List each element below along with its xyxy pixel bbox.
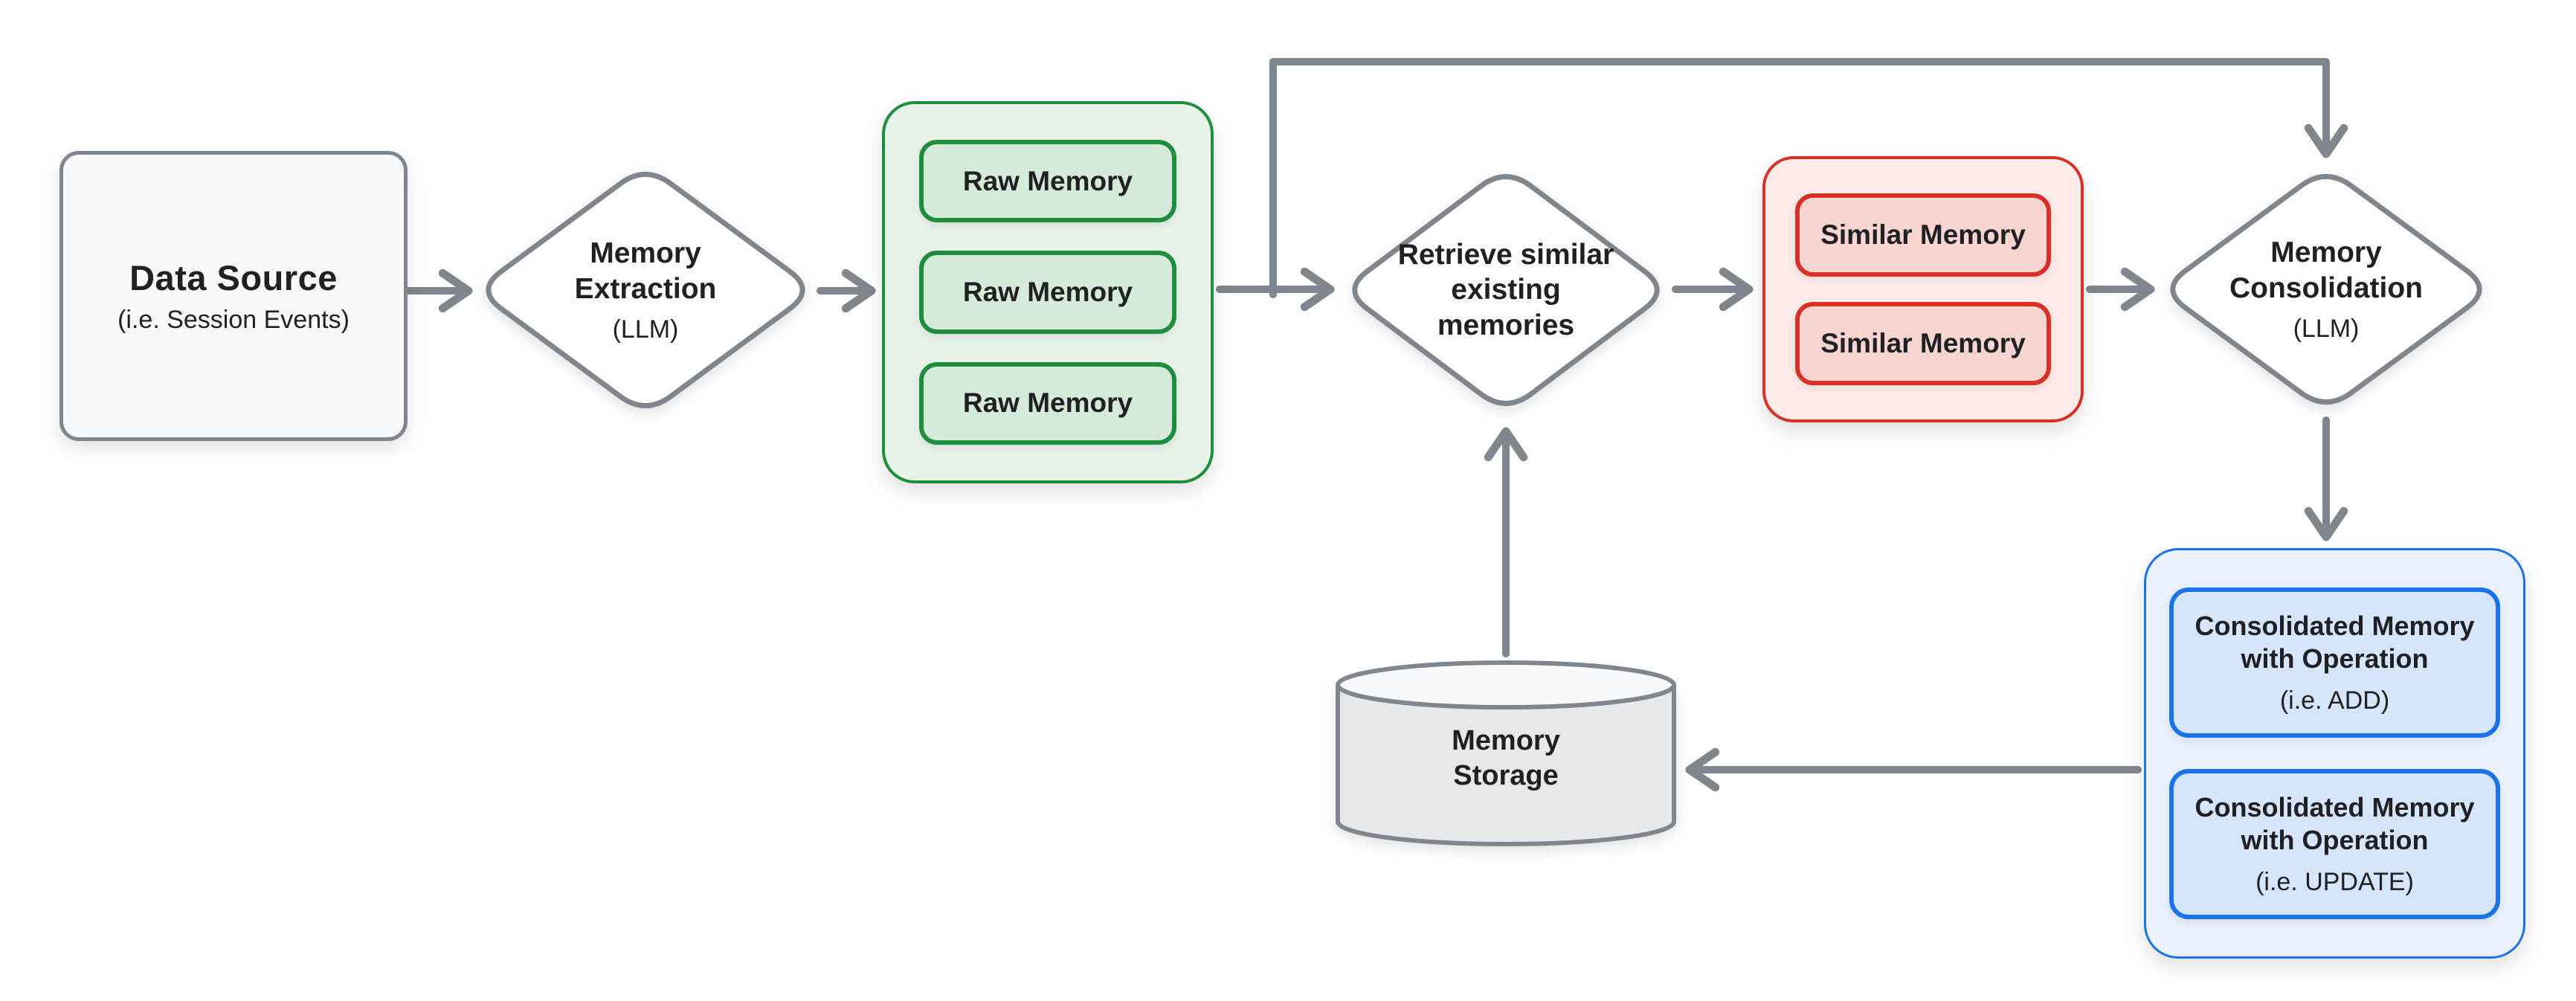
arrow-consolidation-to-consolidated-head bbox=[2304, 506, 2348, 541]
arrow-storage-to-retrieve-head bbox=[1484, 427, 1528, 462]
arrow-datasource-to-extraction-head bbox=[438, 268, 473, 313]
similar-memory-group: Similar Memory Similar Memory bbox=[1762, 156, 2084, 422]
feedback-line-rawmemory-to-consolidation bbox=[1269, 58, 2330, 298]
raw-memory-label: Raw Memory bbox=[962, 165, 1133, 196]
memory-extraction-diamond bbox=[486, 172, 805, 408]
arrow-rawmemory-to-retrieve-head bbox=[1300, 267, 1335, 312]
data-source-title: Data Source bbox=[129, 258, 338, 297]
raw-memory-box: Raw Memory bbox=[919, 361, 1176, 445]
memory-storage-cylinder-top bbox=[1336, 660, 1676, 709]
arrow-consolidated-to-storage-head bbox=[1685, 747, 1720, 792]
arrow-retrieve-to-similar-head bbox=[1719, 267, 1754, 312]
raw-memory-box: Raw Memory bbox=[919, 251, 1176, 334]
raw-memory-label: Raw Memory bbox=[962, 276, 1133, 307]
retrieve-similar-diamond bbox=[1352, 174, 1660, 406]
arrow-extraction-to-rawmemory-head bbox=[841, 268, 876, 313]
consolidated-memory-subtitle: (i.e. UPDATE) bbox=[2255, 868, 2414, 897]
consolidated-memory-title: Consolidated Memory with Operation bbox=[2195, 610, 2475, 674]
arrow-similar-to-consolidation-head bbox=[2120, 267, 2155, 312]
consolidated-memory-box: Consolidated Memory with Operation (i.e.… bbox=[2169, 769, 2500, 919]
feedback-line-rawmemory-to-consolidation-head bbox=[2304, 123, 2348, 158]
consolidated-memory-group: Consolidated Memory with Operation (i.e.… bbox=[2144, 548, 2525, 959]
raw-memory-group: Raw Memory Raw Memory Raw Memory bbox=[882, 101, 1214, 483]
similar-memory-label: Similar Memory bbox=[1820, 328, 2026, 358]
raw-memory-label: Raw Memory bbox=[962, 387, 1133, 419]
similar-memory-label: Similar Memory bbox=[1820, 219, 2026, 250]
similar-memory-box: Similar Memory bbox=[1795, 302, 2051, 385]
data-source-subtitle: (i.e. Session Events) bbox=[117, 306, 350, 334]
similar-memory-box: Similar Memory bbox=[1795, 193, 2051, 277]
memory-consolidation-diamond bbox=[2170, 174, 2482, 405]
consolidated-memory-subtitle: (i.e. ADD) bbox=[2279, 686, 2390, 715]
memory-storage-title: Memory Storage bbox=[1452, 724, 1560, 792]
consolidated-memory-box: Consolidated Memory with Operation (i.e.… bbox=[2169, 588, 2500, 738]
data-source-node: Data Source (i.e. Session Events) bbox=[59, 151, 408, 441]
memory-storage-label: Memory Storage bbox=[1357, 707, 1655, 811]
raw-memory-box: Raw Memory bbox=[919, 140, 1176, 223]
consolidated-memory-title: Consolidated Memory with Operation bbox=[2195, 791, 2475, 855]
